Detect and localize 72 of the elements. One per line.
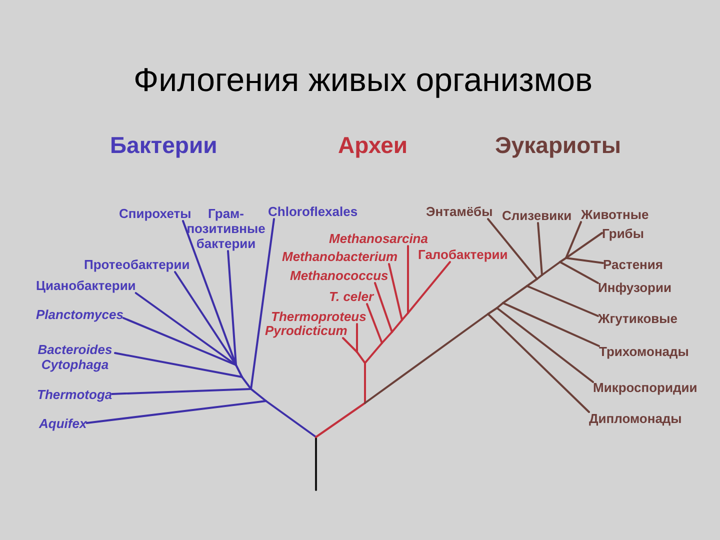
tree-branch <box>487 307 498 315</box>
tree-branch <box>565 232 603 259</box>
taxon-label: Трихомонады <box>599 344 689 359</box>
tree-branch <box>502 302 600 347</box>
tree-branch <box>496 307 594 383</box>
taxon-label: Methanococcus <box>290 268 388 283</box>
tree-branch <box>381 331 393 344</box>
taxon-label: Planctomyces <box>36 307 124 322</box>
taxon-label: Энтамёбы <box>426 204 493 219</box>
taxon-label: Инфузории <box>598 280 672 295</box>
tree-branch <box>391 319 403 333</box>
tree-branch <box>364 342 383 364</box>
tree-branch <box>487 218 538 280</box>
tree-branch <box>502 285 528 304</box>
tree-branch <box>265 400 317 438</box>
taxon-label: Methanobacterium <box>282 249 398 264</box>
taxon-label: Протеобактерии <box>84 257 190 272</box>
taxon-label: Растения <box>603 257 663 272</box>
diagram-title: Филогения живых организмов <box>133 60 593 100</box>
tree-branch <box>250 218 275 390</box>
taxon-label: Chloroflexales <box>268 204 358 219</box>
tree-branch <box>565 221 582 259</box>
tree-branch <box>366 303 383 344</box>
tree-branch <box>356 351 366 364</box>
tree-branch <box>537 222 543 276</box>
taxon-label: Спирохеты <box>119 206 192 221</box>
tree-branch <box>374 282 393 333</box>
taxon-label: Цианобактерии <box>36 278 136 293</box>
taxon-label: Галобактерии <box>418 247 508 262</box>
tree-branch <box>407 245 409 314</box>
tree-branch <box>536 274 543 280</box>
domain-heading: Археи <box>338 132 408 158</box>
tree-branch <box>526 278 538 287</box>
taxon-label: Aquifex <box>39 416 87 431</box>
tree-branch <box>250 388 267 402</box>
tree-branch <box>541 261 561 276</box>
tree-branch <box>487 313 590 413</box>
tree-branch <box>122 317 237 366</box>
tree-branch <box>235 364 243 378</box>
tree-branch <box>114 352 243 378</box>
tree-branch <box>86 400 267 424</box>
taxon-label: Жгутиковые <box>598 311 678 326</box>
taxon-label: Животные <box>581 207 649 222</box>
tree-branch <box>111 388 252 395</box>
domain-heading: Эукариоты <box>495 132 622 158</box>
tree-branch <box>559 257 567 263</box>
tree-branch <box>526 285 599 317</box>
taxon-label: Микроспоридии <box>593 380 698 395</box>
tree-branch <box>401 312 409 321</box>
tree-branch <box>388 263 403 321</box>
tree-branch <box>227 250 237 366</box>
tree-branch <box>496 302 504 309</box>
tree-branch <box>356 323 358 353</box>
tree-branch <box>315 436 317 491</box>
tree-branch <box>565 257 604 264</box>
tree-branch <box>364 362 366 404</box>
tree-branch <box>241 376 252 390</box>
tree-branch <box>342 337 358 353</box>
domain-heading: Бактерии <box>110 132 218 158</box>
tree-branch <box>364 313 489 404</box>
taxon-label: Methanosarcina <box>329 231 428 246</box>
taxon-label: Грибы <box>602 226 644 241</box>
tree-branch <box>407 261 451 314</box>
taxon-label: Thermoproteus <box>271 309 366 324</box>
taxon-label: Pyrodicticum <box>265 323 348 338</box>
tree-branch <box>315 402 366 438</box>
taxon-label: Bacteroides Cytophaga <box>35 342 115 372</box>
taxon-label: Дипломонады <box>589 411 682 426</box>
taxon-label: T. celer <box>329 289 374 304</box>
taxon-label: Слизевики <box>502 208 572 223</box>
tree-branch <box>559 261 599 284</box>
taxon-label: Thermotoga <box>37 387 112 402</box>
